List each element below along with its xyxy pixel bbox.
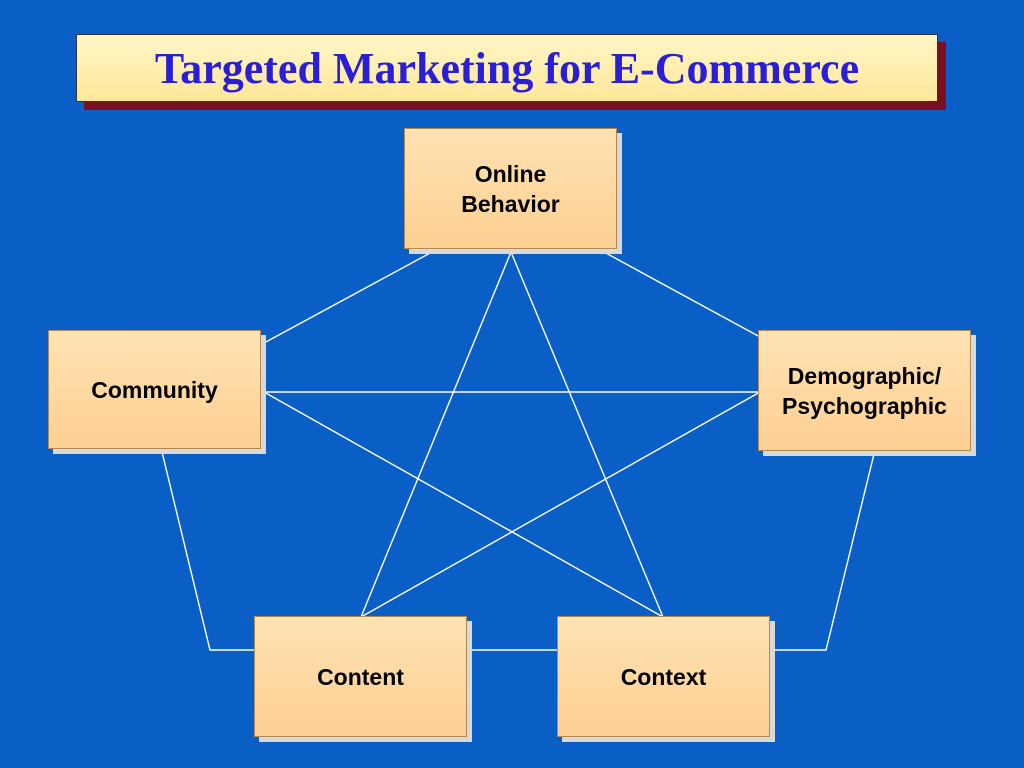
node-online-behavior-line1: Online: [474, 160, 547, 187]
edge-context-demographic: [772, 453, 875, 651]
node-demographic-label: Demographic/ Psychographic: [782, 361, 947, 421]
node-online-behavior: Online Behavior: [404, 128, 617, 249]
edge-online-context: [510, 251, 664, 618]
node-demographic-line1: Demographic/: [787, 362, 942, 389]
node-online-behavior-line2: Behavior: [461, 190, 560, 217]
title-banner: Targeted Marketing for E-Commerce: [76, 34, 938, 102]
edge-online-demographic: [603, 251, 761, 338]
node-content: Content: [254, 616, 467, 737]
node-community-label: Community: [91, 375, 218, 405]
node-community: Community: [48, 330, 261, 449]
node-demographic: Demographic/ Psychographic: [758, 330, 971, 451]
node-content-line1: Content: [317, 663, 404, 690]
edge-online-content: [360, 251, 512, 618]
edge-community-context: [263, 391, 664, 618]
node-context-line1: Context: [620, 663, 707, 690]
node-context: Context: [557, 616, 770, 737]
node-community-line1: Community: [91, 376, 218, 403]
edge-community-content: [161, 451, 256, 651]
node-content-label: Content: [317, 662, 404, 692]
node-context-label: Context: [621, 662, 707, 692]
node-demographic-line2: Psychographic: [782, 392, 947, 419]
node-online-behavior-label: Online Behavior: [461, 159, 559, 219]
edge-online-community: [263, 251, 433, 344]
slide-title: Targeted Marketing for E-Commerce: [154, 43, 860, 93]
edge-demographic-content: [360, 391, 761, 618]
